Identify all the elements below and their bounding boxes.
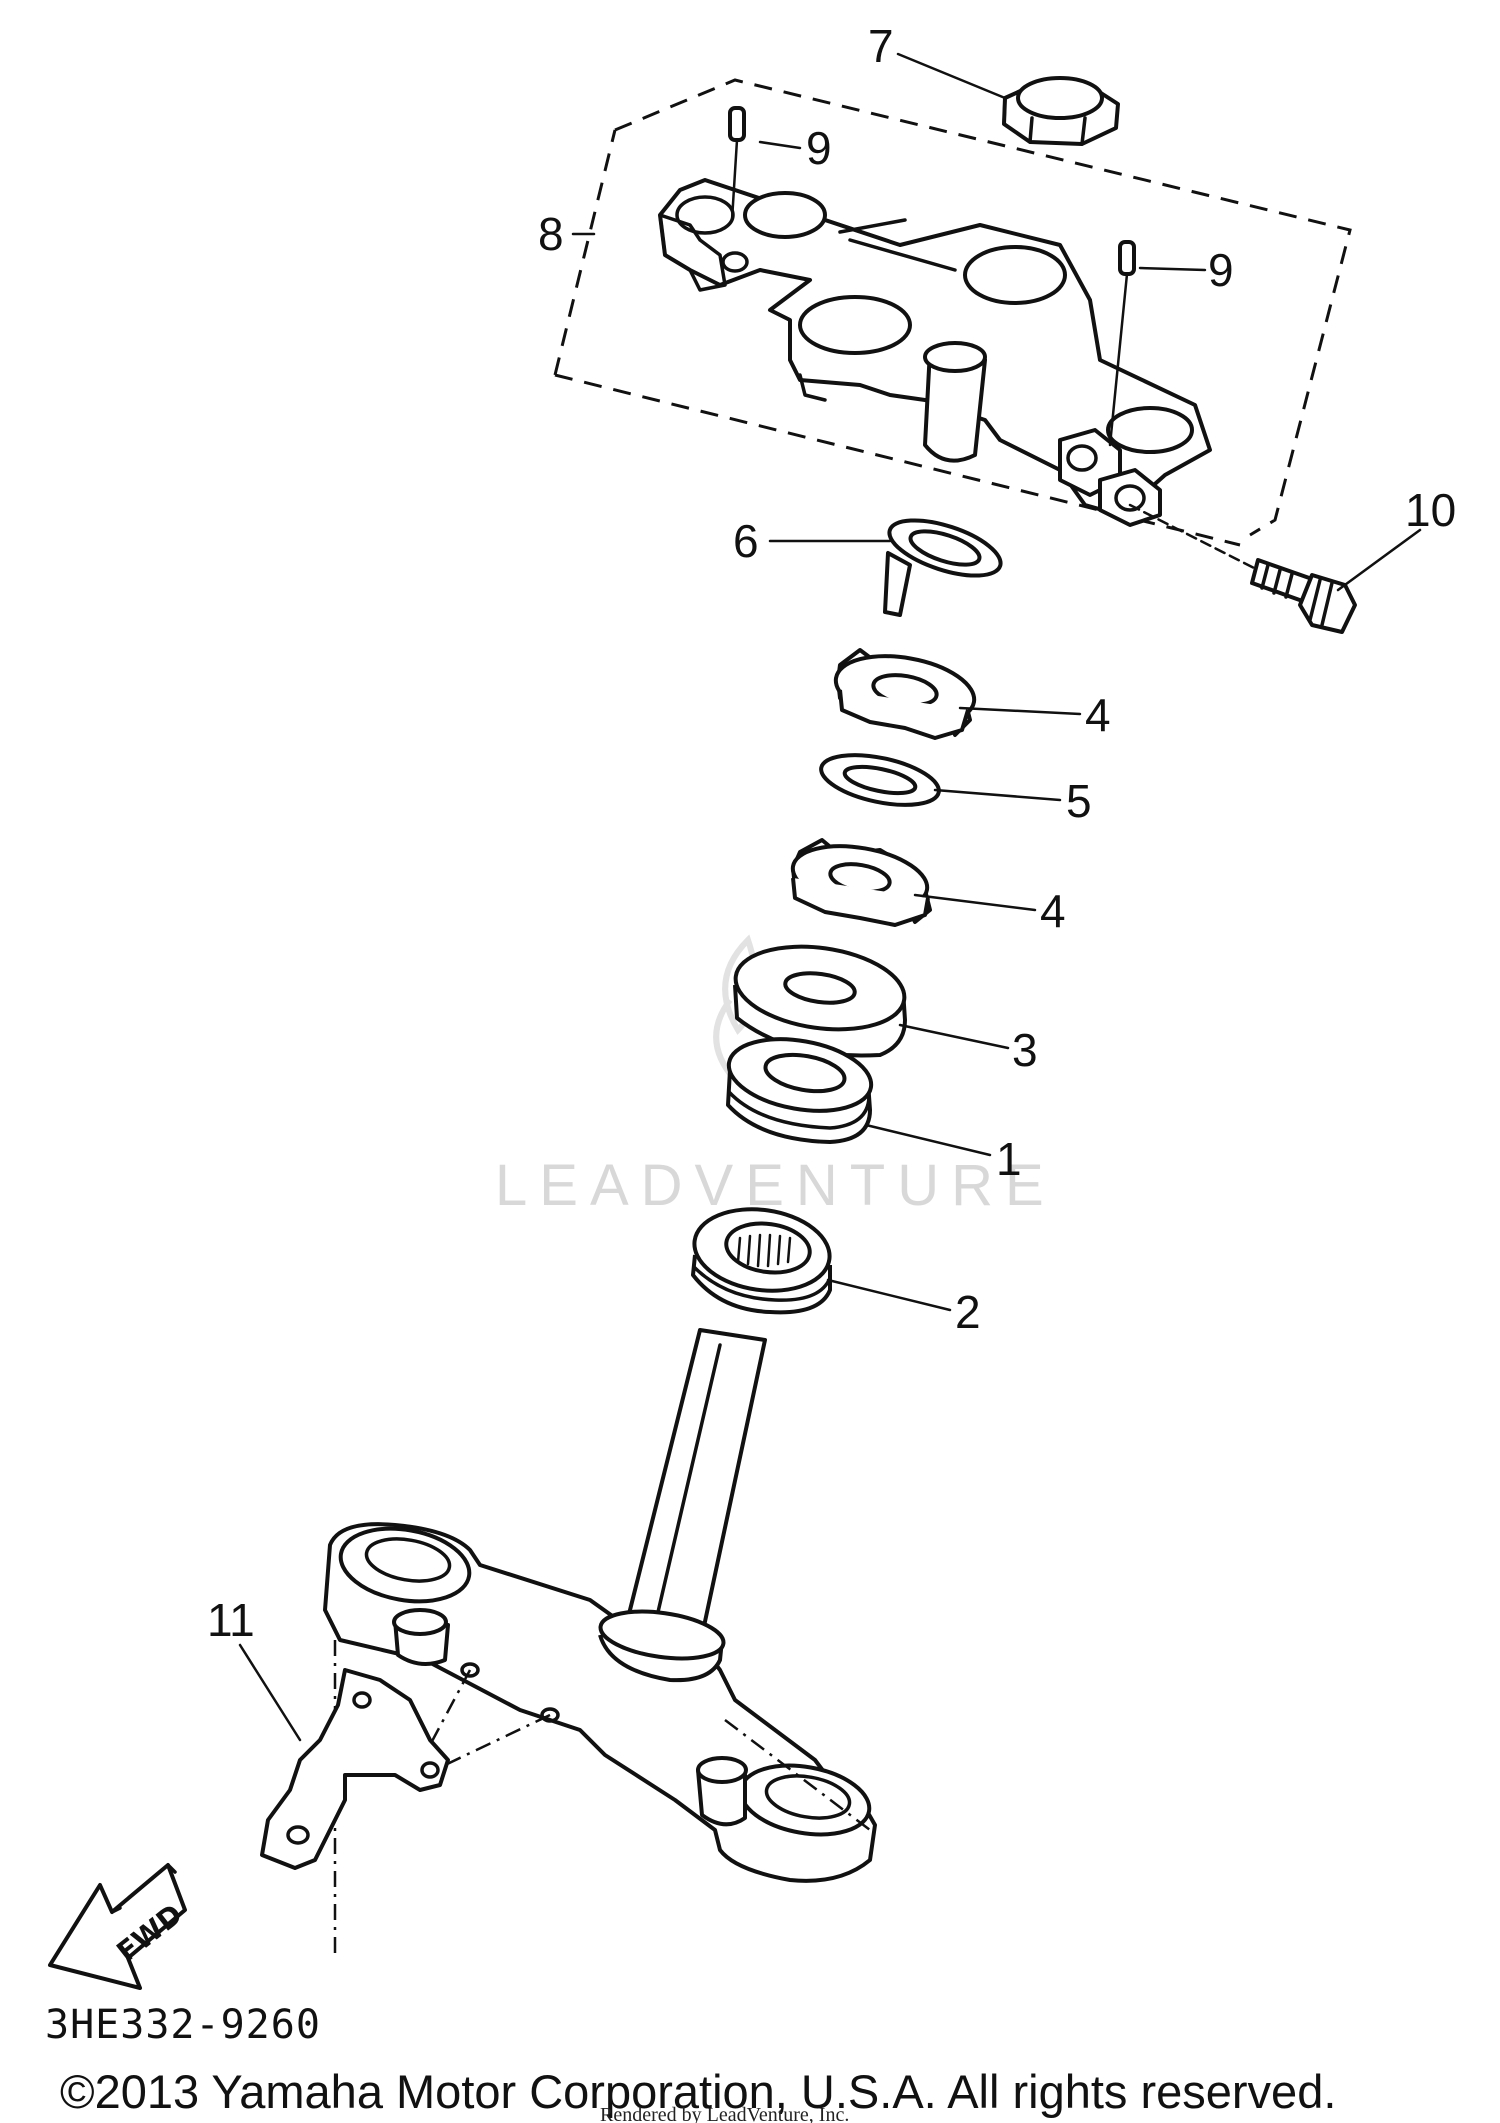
- bracket-guide-lines: [333, 1640, 871, 1960]
- callout-1: 1: [996, 1133, 1022, 1185]
- pin-9-left: [728, 106, 746, 142]
- leader-11: [238, 1643, 302, 1742]
- callout-4-lower: 4: [1040, 885, 1066, 937]
- callout-9-right: 9: [1208, 244, 1234, 296]
- diagram-part-code: 3HE332-9260: [45, 2002, 321, 2048]
- callout-7: 7: [868, 20, 894, 72]
- pin-9-right-guide: [1108, 272, 1129, 447]
- lower-bracket-stem: [323, 1328, 877, 1883]
- leader-4-lower: [913, 893, 1037, 912]
- leader-2: [826, 1278, 952, 1312]
- fwd-arrow-icon: FWD: [48, 1863, 189, 1990]
- callout-11: 11: [207, 1594, 255, 1646]
- rendered-by-notice: Rendered by LeadVenture, Inc.: [600, 2104, 849, 2123]
- leader-3: [898, 1023, 1010, 1050]
- assembly-8-dashed-boundary: [553, 78, 1352, 547]
- callout-4-upper: 4: [1085, 689, 1111, 741]
- pin-9-right: [1118, 240, 1136, 276]
- callout-10: 10: [1405, 484, 1456, 536]
- bearing-2: [691, 1207, 832, 1315]
- callout-9-left: 9: [806, 122, 832, 174]
- leader-9-right: [1138, 266, 1207, 272]
- leader-4-upper: [958, 706, 1082, 716]
- lock-washer-6: [883, 518, 1003, 617]
- leader-5: [933, 788, 1062, 802]
- callout-6: 6: [733, 515, 759, 567]
- callout-3: 3: [1012, 1024, 1038, 1076]
- callout-8: 8: [538, 208, 564, 260]
- ring-nut-4-lower: [790, 838, 932, 927]
- leader-9-left: [758, 140, 802, 150]
- leader-10: [1336, 528, 1422, 592]
- callout-2: 2: [955, 1286, 981, 1338]
- leader-1: [864, 1123, 992, 1157]
- dust-cover-3: [733, 944, 907, 1058]
- leader-7: [896, 52, 1007, 100]
- copyright-notice: ©2013 Yamaha Motor Corporation, U.S.A. A…: [60, 2065, 1336, 2118]
- bracket-11: [260, 1668, 450, 1870]
- ring-nut-4-upper: [833, 648, 977, 740]
- washer-5: [819, 753, 941, 807]
- watermark: LEADVENTURE: [495, 1153, 1056, 1218]
- pinch-bolt-10: [1128, 503, 1357, 634]
- bearing-1: [726, 1037, 874, 1144]
- cap-nut-7: [1002, 76, 1120, 146]
- callout-5: 5: [1066, 775, 1092, 827]
- upper-bracket: [658, 178, 1212, 527]
- pin-9-left-guide: [730, 138, 739, 222]
